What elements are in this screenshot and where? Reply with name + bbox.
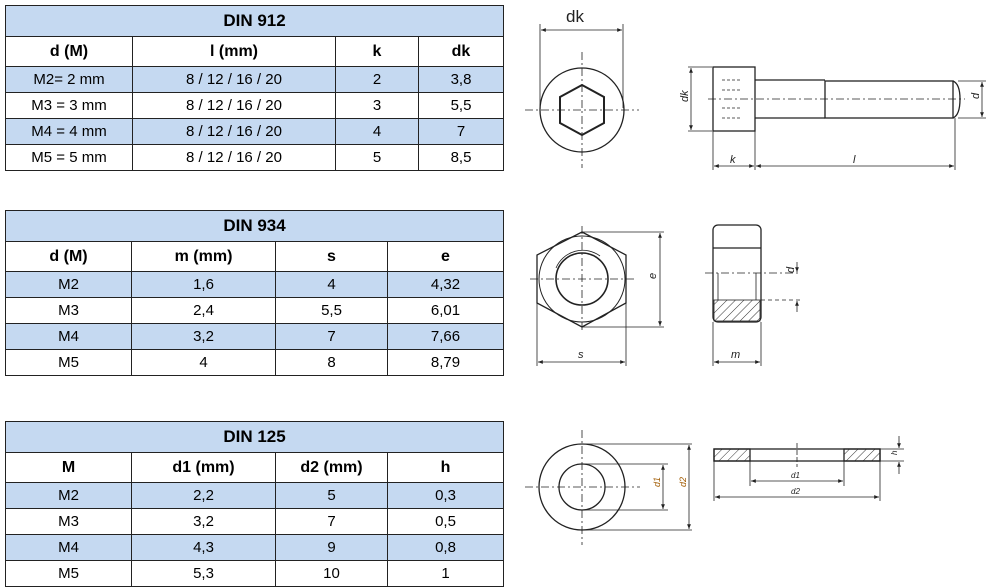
cell: 4 [275, 271, 388, 298]
cell: M3 = 3 mm [5, 92, 133, 119]
cell: M4 [5, 534, 132, 561]
washer-top-view [525, 430, 692, 545]
cell: 4 [335, 118, 419, 145]
cell: M3 [5, 508, 132, 535]
cell: 10 [275, 560, 388, 587]
cell: 5,5 [275, 297, 388, 324]
cell: 8 / 12 / 16 / 20 [132, 92, 336, 119]
cell: 2 [335, 66, 419, 93]
cell: M4 [5, 323, 132, 350]
nut-d-label: d [785, 266, 797, 273]
column-header: e [387, 241, 504, 272]
cell: 7 [418, 118, 504, 145]
cell: 0,5 [387, 508, 504, 535]
cell: M4 = 4 mm [5, 118, 133, 145]
d2-side-label: d2 [791, 487, 800, 496]
cell: 6,01 [387, 297, 504, 324]
dk-side-label: dk [679, 90, 691, 102]
cell: 8 / 12 / 16 / 20 [132, 118, 336, 145]
cell: 8 / 12 / 16 / 20 [132, 144, 336, 171]
cell: M2 [5, 271, 132, 298]
column-header: d (M) [5, 36, 133, 67]
header-row: d (M) m (mm) s e [5, 241, 504, 272]
table-title: DIN 912 [5, 5, 504, 37]
column-header: d (M) [5, 241, 132, 272]
m-label: m [731, 349, 740, 361]
d-label: d [970, 92, 982, 99]
d1-side-label: d1 [791, 471, 800, 480]
cell: M3 [5, 297, 132, 324]
washer-side-view [713, 436, 904, 501]
table-title: DIN 125 [5, 421, 504, 453]
column-header: l (mm) [132, 36, 336, 67]
cell: 8 / 12 / 16 / 20 [132, 66, 336, 93]
s-label: s [578, 349, 584, 361]
cell: 8,79 [387, 349, 504, 376]
d2-label: d2 [678, 477, 688, 487]
k-label: k [730, 154, 736, 166]
l-label: l [853, 154, 856, 166]
nut-top-view [530, 226, 664, 366]
cell: 4 [131, 349, 276, 376]
header-row: d (M) l (mm) k dk [5, 36, 504, 67]
cell: 2,2 [131, 482, 276, 509]
h-label: h [890, 450, 899, 455]
cell: 1,6 [131, 271, 276, 298]
cell: 7,66 [387, 323, 504, 350]
cell: M5 [5, 349, 132, 376]
screw-side-view [688, 66, 986, 170]
screw-head-top-view [525, 24, 639, 168]
cell: 3,8 [418, 66, 504, 93]
column-header: s [275, 241, 388, 272]
nut-side-view [705, 224, 800, 366]
cell: M2= 2 mm [5, 66, 133, 93]
cell: 5,3 [131, 560, 276, 587]
dk-label: dk [566, 7, 584, 26]
cell: M5 = 5 mm [5, 144, 133, 171]
cell: 8,5 [418, 144, 504, 171]
table-title: DIN 934 [5, 210, 504, 242]
d1-label: d1 [652, 477, 662, 487]
header-row: M d1 (mm) d2 (mm) h [5, 452, 504, 483]
cell: M5 [5, 560, 132, 587]
cell: 0,8 [387, 534, 504, 561]
e-label: e [647, 273, 659, 279]
column-header: d1 (mm) [131, 452, 276, 483]
cell: 9 [275, 534, 388, 561]
cell: 5 [335, 144, 419, 171]
